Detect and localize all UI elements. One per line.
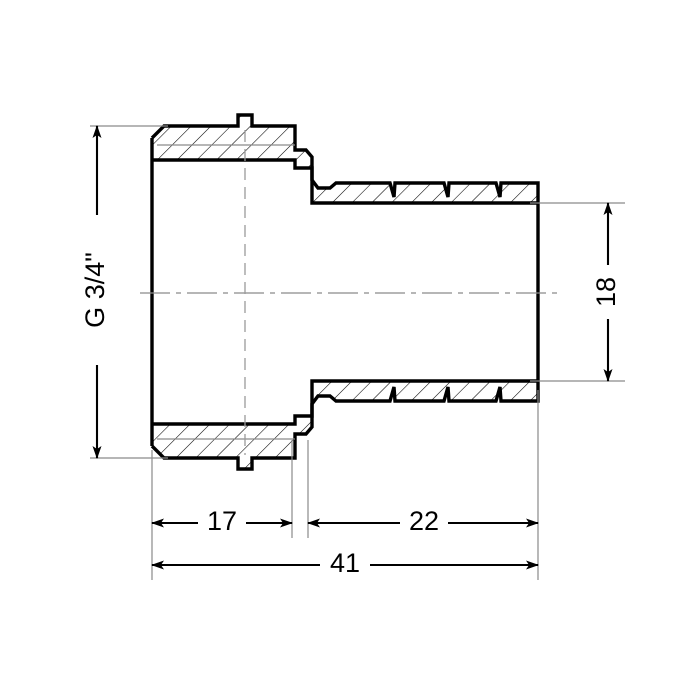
extension-lines <box>90 125 625 580</box>
dimension-label-thread-length: 17 <box>207 506 237 536</box>
dimension-barb-diameter: 18 <box>591 202 623 382</box>
dimension-label-thread-size: G 3/4" <box>80 252 110 328</box>
dimension-label-barb-length: 22 <box>409 506 439 536</box>
dim-text-backdrop-barb-length <box>400 507 448 539</box>
dim-text-backdrop-thread-size <box>82 215 112 365</box>
dimension-label-barb-diameter: 18 <box>591 277 621 307</box>
lower-wall-hatched-region <box>152 381 538 469</box>
dim-text-backdrop-thread-length <box>198 507 246 539</box>
dimension-thread-size: G 3/4" <box>80 125 112 459</box>
lower-wall-outline <box>150 381 540 471</box>
dimension-barb-length: 22 <box>307 506 539 539</box>
fitting-upper-section <box>150 113 540 205</box>
upper-bore-line <box>152 158 538 205</box>
dim-text-backdrop-barb-diameter <box>593 265 623 319</box>
dimension-thread-length: 17 <box>151 506 293 539</box>
dimension-overall-length: 41 <box>151 548 539 581</box>
dim-text-backdrop-overall-length <box>320 549 370 581</box>
upper-wall-hatched-region <box>152 115 538 203</box>
upper-wall-outline <box>150 113 540 203</box>
fitting-lower-section <box>150 379 540 471</box>
dimension-label-overall-length: 41 <box>330 548 360 578</box>
lower-bore-line <box>152 379 538 426</box>
